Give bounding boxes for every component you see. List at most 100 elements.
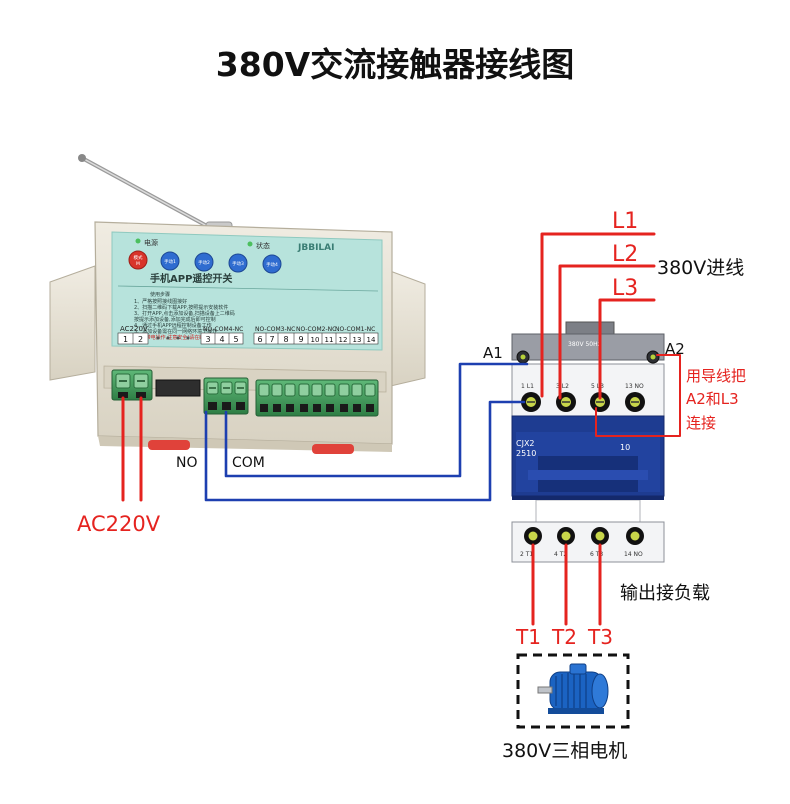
group-label-ch2: NO-COM2-NC (296, 326, 336, 333)
l3-input-terminal[interactable] (590, 392, 610, 412)
label-t2: T2 (551, 625, 577, 649)
contactor-model-number: 2510 (516, 449, 536, 458)
l1-input-terminal[interactable] (521, 392, 541, 412)
svg-text:4: 4 (219, 335, 224, 344)
ch1-3-terminal-block[interactable] (255, 379, 379, 417)
manual-button-2[interactable]: 手动2 (194, 252, 214, 272)
wire-l3 (598, 298, 656, 400)
svg-text:按提示添加设备,添加完成后即可控制: 按提示添加设备,添加完成后即可控制 (134, 316, 216, 323)
label-com: COM (232, 455, 265, 471)
svg-text:12: 12 (339, 336, 348, 344)
label-t3: T3 (587, 625, 613, 649)
label-l1: L1 (612, 209, 638, 234)
label-t1: T1 (515, 625, 541, 649)
din-clip-right (312, 444, 354, 454)
label-ac220v: AC220V (77, 512, 161, 536)
svg-text:11: 11 (325, 336, 334, 344)
svg-text:手动4: 手动4 (266, 261, 278, 268)
manual-button-1[interactable]: 手动1 (160, 251, 180, 271)
group-label-ch4: NO-COM4-NC (203, 326, 243, 333)
no-14-terminal[interactable] (626, 527, 644, 545)
power-led (135, 238, 141, 244)
page-title: 380V交流接触器接线图 (216, 45, 574, 84)
no-13-terminal[interactable] (625, 392, 645, 412)
group-label-ch3: NO-COM3-NC (255, 326, 295, 333)
motor (516, 653, 630, 729)
wire-l2 (558, 264, 656, 400)
svg-text:10: 10 (311, 336, 320, 344)
svg-text:9: 9 (298, 335, 303, 344)
label-l3: L3 (612, 276, 638, 301)
svg-text:4 T2: 4 T2 (554, 551, 567, 558)
svg-text:1、严格按照接线图接好: 1、严格按照接线图接好 (134, 298, 187, 305)
instructions: 使用步骤 1、严格按照接线图接好 2、扫描二维码下载APP,按照提示安装软件 3… (134, 291, 236, 341)
contactor-label-window (535, 499, 641, 523)
indicator-marks (156, 336, 190, 340)
din-clip-left (148, 440, 190, 450)
contactor-rating-number: 10 (620, 443, 630, 452)
svg-text:手动3: 手动3 (232, 260, 244, 267)
contactor-top-terminals: 1 L1 3 L2 5 L3 13 NO (521, 383, 644, 390)
svg-text:1 L1: 1 L1 (521, 383, 534, 390)
group-label-ac220: AC220V (120, 325, 148, 333)
svg-text:13: 13 (353, 336, 362, 344)
svg-text:手动2: 手动2 (198, 259, 210, 266)
svg-text:4、通过手机APP远程控制设备工作: 4、通过手机APP远程控制设备工作 (134, 322, 212, 329)
manual-button-3[interactable]: 手动3 (228, 253, 248, 273)
svg-text:使用步骤: 使用步骤 (150, 291, 170, 298)
contactor-rating: 380V 50Hz (568, 341, 601, 348)
wire-l1-control (204, 400, 526, 502)
svg-text:6 T3: 6 T3 (590, 551, 603, 558)
contactor-top-housing (511, 333, 665, 361)
mounting-ear-left (49, 265, 96, 381)
t1-output-terminal[interactable] (524, 527, 542, 545)
svg-text:M: M (136, 261, 140, 267)
label-l2: L2 (612, 242, 638, 267)
controller-panel (111, 231, 383, 351)
svg-text:14: 14 (367, 336, 376, 344)
chip (155, 379, 201, 397)
group-label-ch1: NO-COM1-NC (335, 326, 375, 333)
terminal-number-row: 1 2 3 4 5 6 7 8 9 10 11 12 13 14 (117, 332, 379, 345)
svg-text:5: 5 (233, 335, 238, 344)
ch4-terminal-block[interactable] (203, 377, 249, 415)
svg-text:6: 6 (257, 335, 262, 344)
wire-l1 (540, 232, 656, 398)
ac-terminal-block[interactable] (111, 369, 153, 401)
svg-text:7: 7 (269, 335, 274, 344)
svg-text:2: 2 (138, 335, 143, 344)
panel-title: 手机APP遥控开关 (150, 272, 232, 285)
label-a2: A2 (665, 340, 685, 358)
label-incoming-380v: 380V进线 (657, 257, 744, 279)
wire-a1-control (224, 362, 529, 478)
wires (121, 232, 681, 626)
status-led-label: 状态 (256, 241, 270, 250)
jumper-a2-l3 (595, 354, 681, 437)
label-no: NO (176, 455, 198, 471)
svg-text:3、打开APP,点击添加设备,扫描设备上二维码: 3、打开APP,点击添加设备,扫描设备上二维码 (134, 310, 235, 317)
t2-output-terminal[interactable] (557, 527, 575, 545)
jumper-note-line1: 用导线把 (686, 367, 746, 385)
svg-text:模式: 模式 (134, 254, 143, 261)
t3-output-terminal[interactable] (591, 527, 609, 545)
mode-button[interactable]: 模式 M (128, 250, 148, 270)
brand-label: JBBILAI (297, 243, 334, 253)
svg-text:2 T1: 2 T1 (520, 551, 533, 558)
svg-text:手动1: 手动1 (164, 258, 176, 265)
svg-text:3: 3 (205, 335, 210, 344)
svg-text:14 NO: 14 NO (624, 551, 643, 558)
contactor-bottom-terminals: 2 T1 4 T2 6 T3 14 NO (520, 551, 643, 558)
motor-icon (537, 663, 609, 714)
svg-text:13 NO: 13 NO (625, 383, 644, 390)
svg-text:1: 1 (123, 335, 128, 344)
jumper-note-line2: A2和L3 (686, 390, 739, 408)
contactor-model: CJX2 (516, 439, 535, 448)
controller-module: 电源 状态 JBBILAI 模式 M 手动1 手动2 手动3 手动4 手机APP… (49, 154, 426, 454)
manual-button-4[interactable]: 手动4 (262, 254, 282, 274)
svg-text:5、添加设备需在同一网络环境下操作: 5、添加设备需在同一网络环境下操作 (134, 328, 217, 335)
svg-text:2、扫描二维码下载APP,按照提示安装软件: 2、扫描二维码下载APP,按照提示安装软件 (134, 304, 228, 311)
label-motor: 380V三相电机 (502, 740, 627, 762)
svg-text:3 L2: 3 L2 (556, 383, 569, 390)
